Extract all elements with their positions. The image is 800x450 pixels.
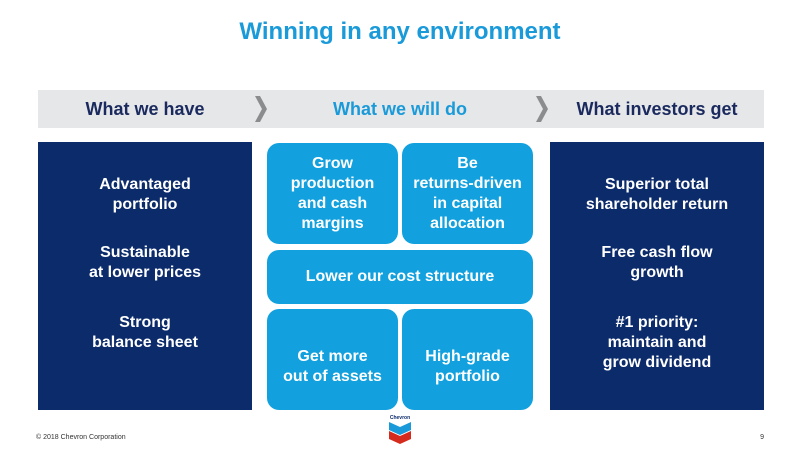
chevron-logo: Chevron	[389, 415, 411, 444]
copyright: © 2018 Chevron Corporation	[36, 434, 126, 441]
chevron-right-icon	[536, 96, 548, 122]
slide-title: Winning in any environment	[239, 18, 561, 45]
page-number: 9	[760, 434, 764, 441]
header-bar	[38, 90, 764, 128]
tile-label: Get more out of assets	[283, 347, 382, 385]
header-what-we-have: What we have	[85, 99, 205, 119]
tile-high-grade-portfolio: High-grade portfolio	[402, 309, 533, 410]
tile-label: Lower our cost structure	[305, 268, 495, 285]
panel-what-we-have: Advantaged portfolio Sustainable at lowe…	[38, 142, 252, 410]
header-what-investors-get: What investors get	[576, 99, 738, 119]
tile-label: Grow production and cash margins	[290, 154, 375, 232]
tile-get-more-assets: Get more out of assets	[267, 309, 398, 410]
chevron-right-icon	[255, 96, 267, 122]
get-item: Superior total shareholder return	[585, 176, 729, 213]
tile-label: High-grade portfolio	[425, 347, 510, 385]
have-item: Advantaged portfolio	[99, 176, 191, 213]
tile-label: Be returns-driven in capital allocation	[413, 154, 522, 232]
tile-returns-driven: Be returns-driven in capital allocation	[402, 143, 533, 244]
get-item: Free cash flow growth	[601, 244, 713, 281]
panel-what-investors-get: Superior total shareholder return Free c…	[550, 142, 764, 410]
get-item: #1 priority: maintain and grow dividend	[602, 314, 712, 371]
logo-text: Chevron	[390, 415, 410, 421]
have-item: Sustainable at lower prices	[88, 244, 202, 281]
tile-grow-production: Grow production and cash margins	[267, 143, 398, 244]
have-item: Strong balance sheet	[92, 314, 198, 351]
tile-lower-cost: Lower our cost structure	[267, 250, 533, 304]
header-what-we-will-do: What we will do	[333, 99, 467, 119]
